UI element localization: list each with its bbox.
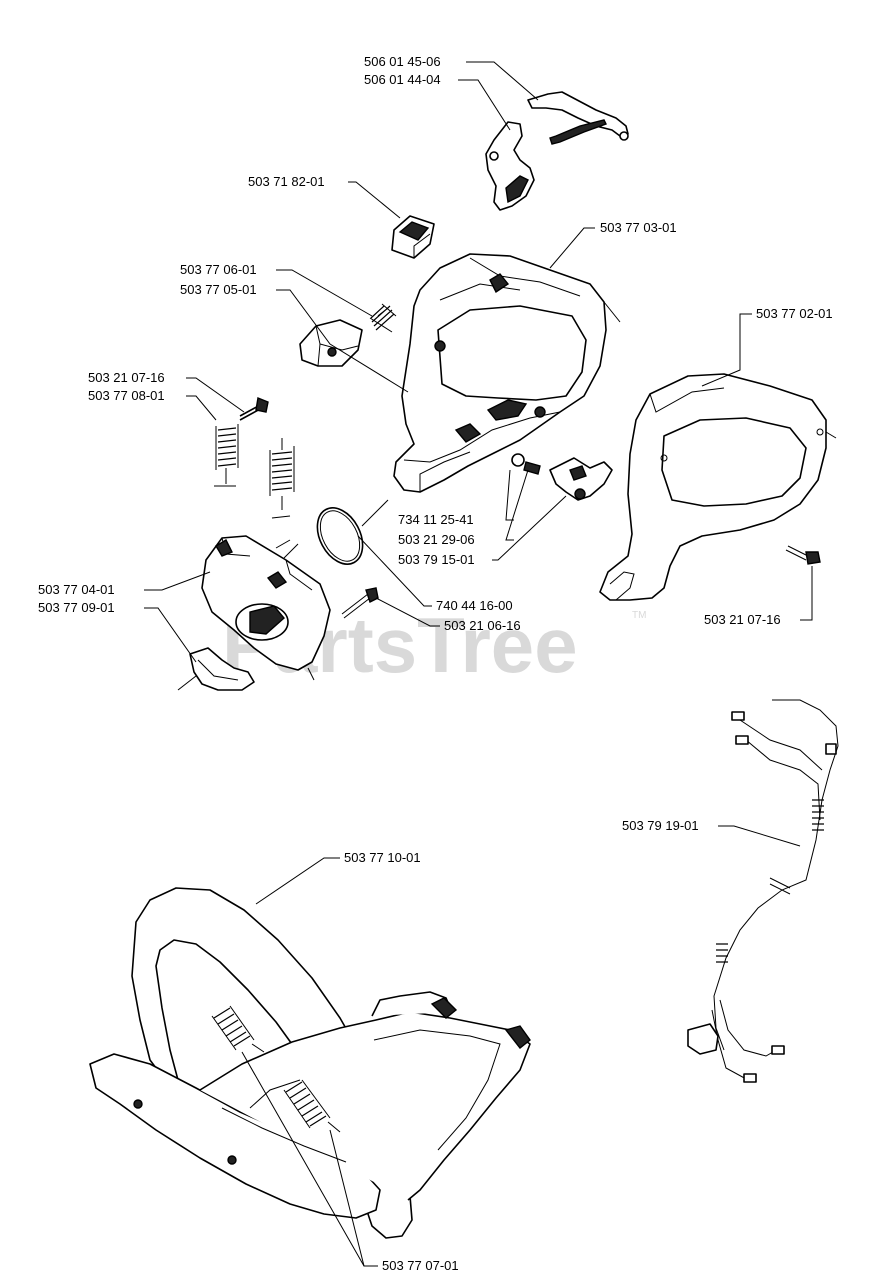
- label-503-21-07-16-right: 503 21 07-16: [704, 612, 781, 627]
- watermark-trademark: TM: [632, 610, 646, 621]
- label-503-77-08-01: 503 77 08-01: [88, 388, 165, 403]
- clip-bracket-part: [189, 647, 255, 691]
- label-503-77-03-01: 503 77 03-01: [600, 220, 677, 235]
- handle-cover-part: [599, 373, 837, 601]
- throttle-lever-part: [527, 91, 629, 145]
- handle-housing-part: [393, 253, 621, 493]
- long-screw-part: [341, 587, 379, 619]
- label-503-77-02-01: 503 77 02-01: [756, 306, 833, 321]
- small-nut-part: [511, 453, 541, 475]
- label-503-21-29-06: 503 21 29-06: [398, 532, 475, 547]
- label-503-77-04-01: 503 77 04-01: [38, 582, 115, 597]
- buffer-springs-part: [215, 424, 295, 510]
- filter-base-part: [201, 535, 331, 671]
- label-503-79-19-01: 503 79 19-01: [622, 818, 699, 833]
- damper-bracket-part: [299, 319, 363, 367]
- label-503-79-15-01: 503 79 15-01: [398, 552, 475, 567]
- front-handle-part: [89, 887, 531, 1239]
- part-labels: 506 01 45-06 506 01 44-04 503 71 82-01 5…: [38, 54, 833, 1273]
- throttle-trigger-part: [485, 121, 535, 211]
- wiring-harness-part: [687, 699, 839, 1083]
- stop-switch-part: [549, 457, 613, 501]
- small-spring-part: [369, 303, 397, 333]
- label-503-77-10-01: 503 77 10-01: [344, 850, 421, 865]
- leader-lines: [144, 61, 813, 1267]
- label-506-01-45-06: 506 01 45-06: [364, 54, 441, 69]
- screw-upper-part: [239, 397, 269, 421]
- label-506-01-44-04: 506 01 44-04: [364, 72, 441, 87]
- label-503-77-05-01: 503 77 05-01: [180, 282, 257, 297]
- switch-part: [391, 215, 435, 259]
- o-ring-part: [316, 507, 364, 565]
- label-503-21-06-16: 503 21 06-16: [444, 618, 521, 633]
- label-503-71-82-01: 503 71 82-01: [248, 174, 325, 189]
- label-503-77-07-01: 503 77 07-01: [382, 1258, 459, 1273]
- label-503-77-06-01: 503 77 06-01: [180, 262, 257, 277]
- label-503-21-07-16-upper: 503 21 07-16: [88, 370, 165, 385]
- screw-right-part: [785, 545, 821, 565]
- label-734-11-25-41: 734 11 25-41: [398, 512, 474, 527]
- label-503-77-09-01: 503 77 09-01: [38, 600, 115, 615]
- label-740-44-16-00: 740 44 16-00: [436, 598, 513, 613]
